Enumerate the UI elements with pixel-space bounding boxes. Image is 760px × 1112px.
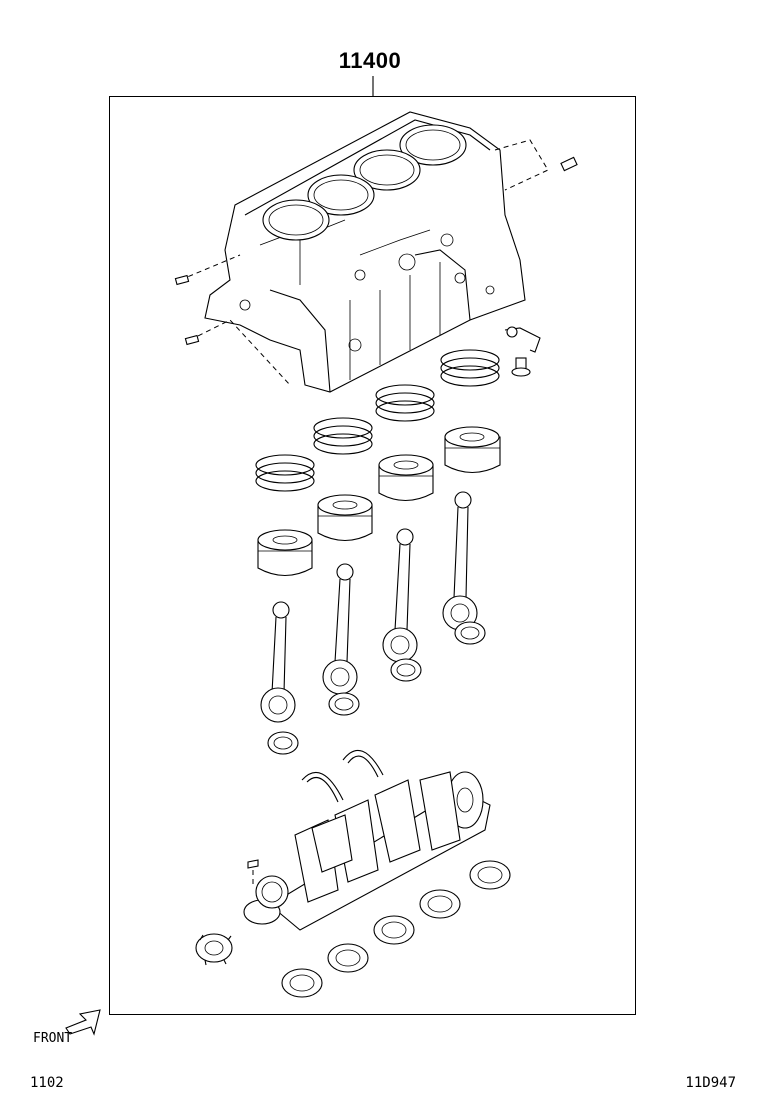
piston-ring-set[interactable] <box>255 349 500 492</box>
connecting-rod[interactable] <box>260 491 478 723</box>
dowel-pin[interactable] <box>174 156 578 346</box>
diagram-ref-left: 1102 <box>30 1075 64 1091</box>
oil-pump-drive-gear[interactable] <box>195 933 233 966</box>
connecting-rod-bearing[interactable] <box>267 621 486 755</box>
piston[interactable] <box>257 426 501 577</box>
assembly-part-number[interactable]: 11400 <box>338 48 402 73</box>
cylinder-bore-2 <box>307 174 375 216</box>
thrust-washer[interactable] <box>301 750 384 803</box>
front-direction-label: FRONT <box>33 1031 73 1046</box>
crankshaft[interactable] <box>243 771 491 931</box>
cylinder-block[interactable] <box>204 111 526 393</box>
cylinder-bore-4 <box>399 124 467 166</box>
crankshaft-key[interactable] <box>247 859 259 885</box>
front-arrow-icon <box>65 1009 101 1036</box>
oil-jet-bolt[interactable] <box>511 357 531 377</box>
assembly-frame <box>109 96 636 1015</box>
oil-jet[interactable] <box>504 326 541 353</box>
cylinder-bore-1 <box>262 199 330 241</box>
diagram-ref-right: 11D947 <box>685 1075 736 1091</box>
cylinder-bore-3 <box>353 149 421 191</box>
crankshaft-timing-sprocket <box>255 875 289 909</box>
crankshaft-main-bearing[interactable] <box>281 860 511 998</box>
